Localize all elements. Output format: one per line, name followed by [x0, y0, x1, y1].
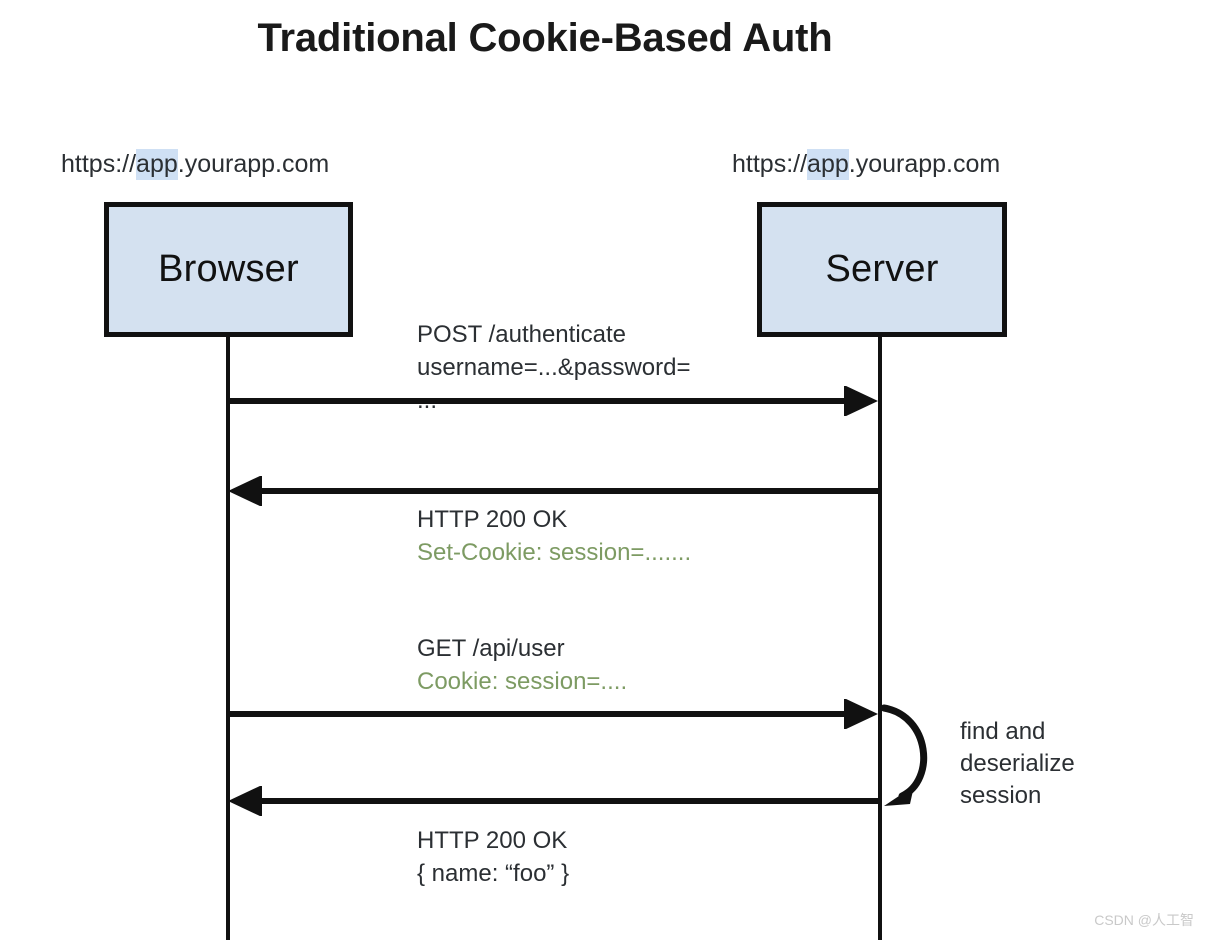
message-line: Cookie: session=.... — [417, 668, 628, 695]
message-label-authenticate-response: HTTP 200 OK Set-Cookie: session=....... — [417, 503, 691, 569]
participant-label-browser: Browser — [158, 248, 299, 290]
page-title: Traditional Cookie-Based Auth — [257, 16, 833, 60]
self-loop-arrow-find-deserialize-session — [880, 704, 928, 806]
url-highlight: app — [807, 149, 849, 180]
message-line: { name: “foo” } — [417, 860, 570, 887]
participant-box-server: Server — [757, 202, 1007, 337]
message-line: GET /api/user — [417, 635, 565, 662]
self-loop-line: session — [960, 782, 1042, 809]
message-line: Set-Cookie: session=....... — [417, 539, 692, 566]
url-caption-browser: https://app.yourapp.com — [61, 149, 330, 180]
message-line: POST /authenticate — [417, 321, 627, 348]
url-suffix: .yourapp.com — [848, 150, 1001, 178]
self-loop-line: deserialize — [960, 750, 1075, 777]
lifeline-server — [878, 337, 882, 940]
self-loop-line: find and — [960, 718, 1046, 745]
self-loop-label: find and deserialize session — [960, 716, 1075, 812]
message-arrow-authenticate-request — [228, 386, 878, 416]
message-label-api-user-response: HTTP 200 OK { name: “foo” } — [417, 824, 569, 890]
lifeline-browser — [226, 337, 230, 940]
message-arrow-authenticate-response — [228, 476, 878, 506]
message-arrow-api-user-request — [228, 699, 878, 729]
message-line: username=...&password= — [417, 354, 691, 381]
url-prefix: https:// — [61, 150, 137, 178]
message-line: HTTP 200 OK — [417, 827, 568, 854]
url-prefix: https:// — [732, 150, 808, 178]
url-caption-server: https://app.yourapp.com — [732, 149, 1001, 180]
participant-box-browser: Browser — [104, 202, 353, 337]
participant-label-server: Server — [825, 248, 939, 290]
message-arrow-api-user-response — [228, 786, 878, 816]
message-label-authenticate-request: POST /authenticate username=...&password… — [417, 318, 690, 417]
message-label-api-user-request: GET /api/user Cookie: session=.... — [417, 632, 627, 698]
message-line: HTTP 200 OK — [417, 506, 568, 533]
watermark: CSDN @人工智 — [1094, 912, 1194, 928]
url-suffix: .yourapp.com — [177, 150, 330, 178]
url-highlight: app — [136, 149, 178, 180]
message-line: ... — [417, 387, 438, 414]
